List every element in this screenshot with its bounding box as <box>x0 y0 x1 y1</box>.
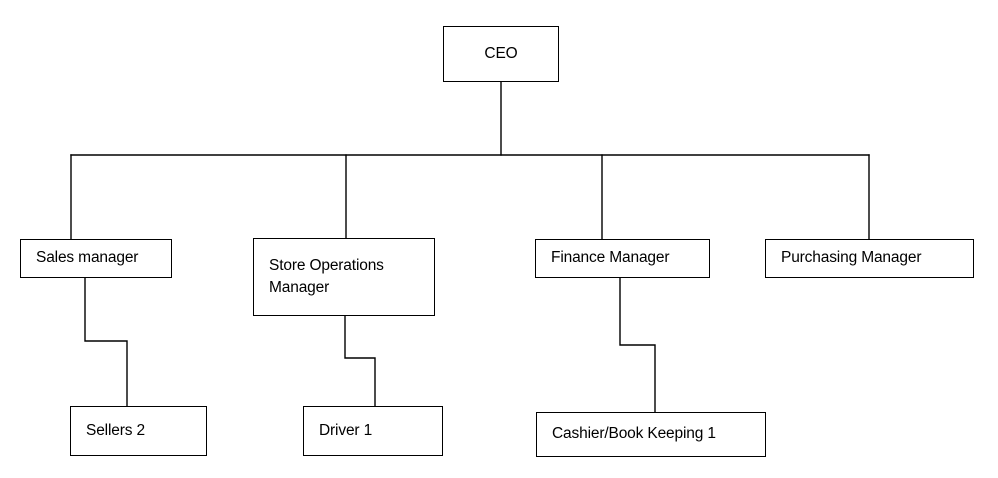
org-node-finance-manager[interactable]: Finance Manager <box>535 239 710 278</box>
connector-finance-manager-to-cashier <box>619 277 656 413</box>
org-node-label-sales-manager: Sales manager <box>36 249 139 267</box>
org-node-label-driver: Driver 1 <box>319 421 373 439</box>
org-node-store-operations-manager[interactable]: Store Operations Manager <box>253 238 435 316</box>
org-node-label-cashier-book-keeping: Cashier/Book Keeping 1 <box>552 425 716 443</box>
org-node-sales-manager[interactable]: Sales manager <box>20 239 172 278</box>
org-node-label-purchasing-manager: Purchasing Manager <box>781 249 922 267</box>
org-node-label-ceo: CEO <box>484 44 518 62</box>
connector-sales-manager-to-sellers <box>84 277 128 407</box>
org-node-label-sellers: Sellers 2 <box>86 421 145 439</box>
org-node-driver[interactable]: Driver 1 <box>303 406 443 456</box>
org-node-ceo[interactable]: CEO <box>443 26 559 82</box>
org-node-cashier-book-keeping[interactable]: Cashier/Book Keeping 1 <box>536 412 766 457</box>
connector-store-operations-manager-to-driver <box>344 315 376 407</box>
org-node-sellers[interactable]: Sellers 2 <box>70 406 207 456</box>
org-node-purchasing-manager[interactable]: Purchasing Manager <box>765 239 974 278</box>
org-node-label-store-operations-manager: Store Operations Manager <box>269 256 388 296</box>
org-node-label-finance-manager: Finance Manager <box>551 249 670 267</box>
